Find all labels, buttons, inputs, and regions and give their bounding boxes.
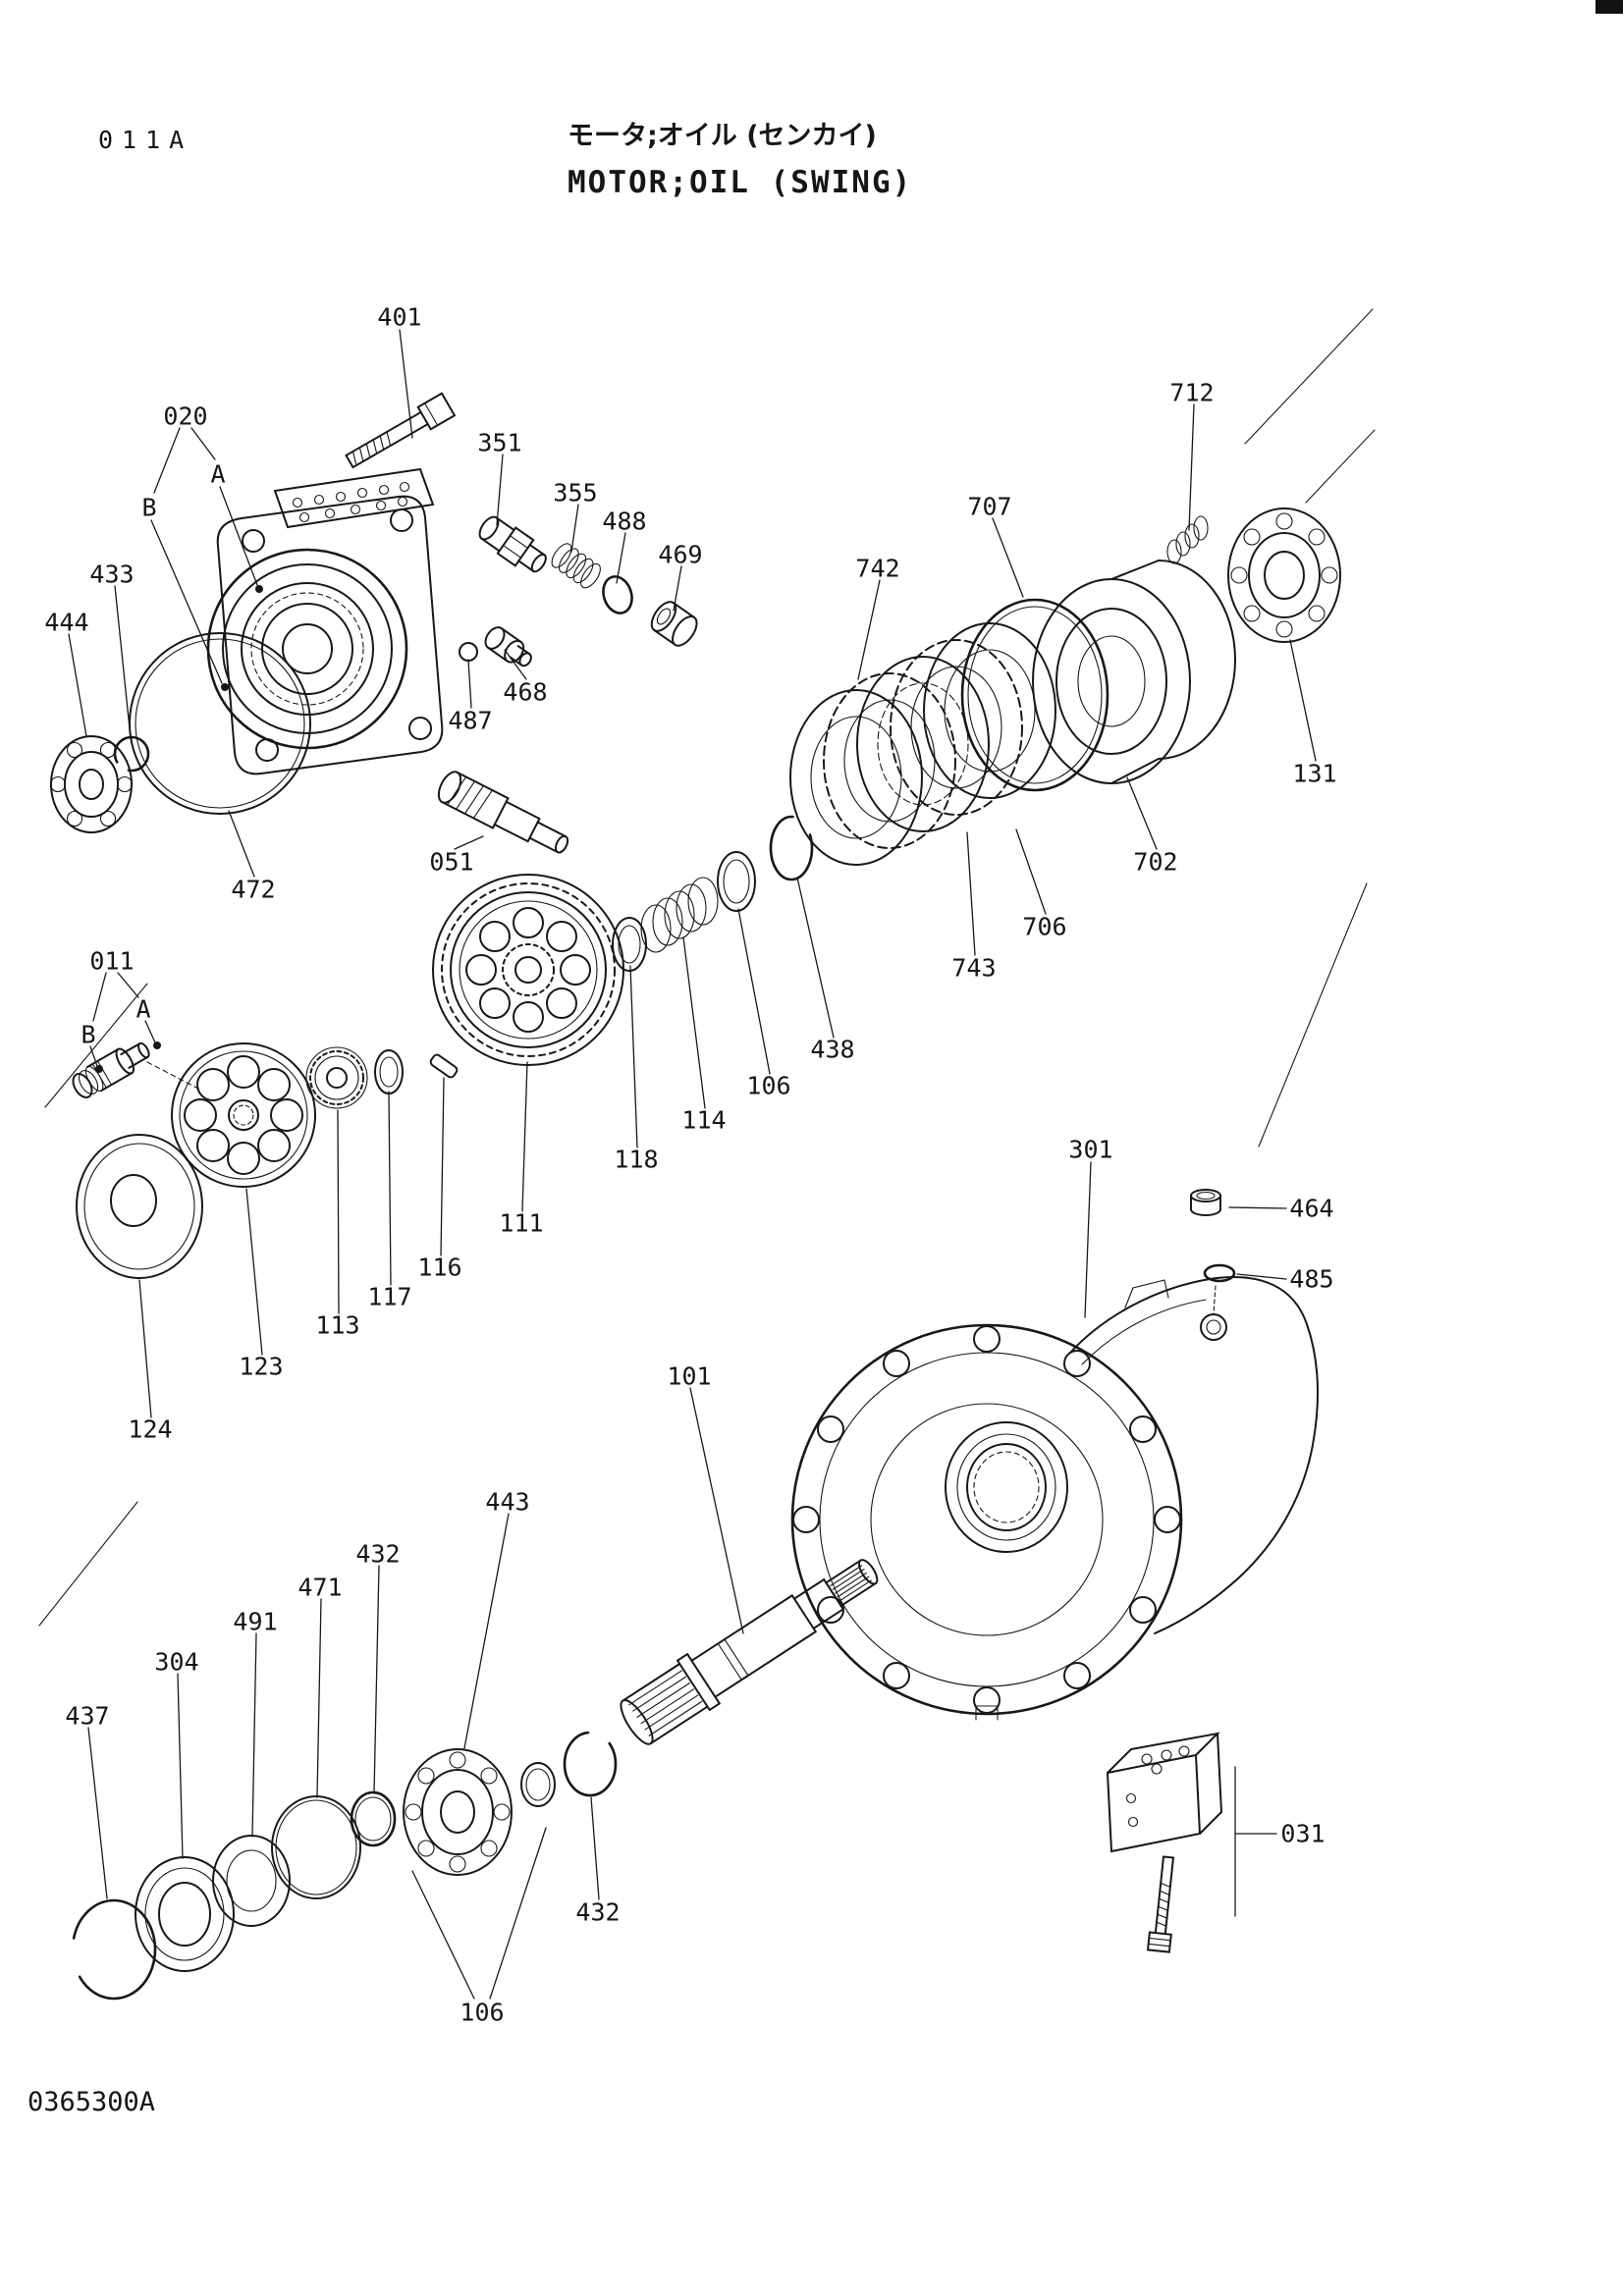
part-label-118: 118 [614, 1145, 659, 1174]
scan-corner-mark [1596, 0, 1623, 14]
part-label-706: 706 [1022, 912, 1067, 941]
friction-plates-742-743-706 [789, 622, 1056, 866]
ball-bearing-444 [49, 735, 134, 833]
part-label-488: 488 [602, 507, 647, 536]
washer-106 [717, 851, 756, 912]
part-label-712: 712 [1169, 378, 1215, 407]
part-label-106: 106 [746, 1071, 791, 1100]
part-label-116: 116 [417, 1253, 462, 1282]
part-label-491: 491 [233, 1607, 278, 1636]
part-label-020: 020 [163, 401, 208, 431]
motor-housing-020 [206, 467, 444, 775]
part-label-301: 301 [1068, 1135, 1113, 1164]
part-label-743: 743 [951, 953, 997, 983]
fitting-468 [484, 626, 532, 667]
part-label-438: 438 [810, 1035, 855, 1064]
part-label-471: 471 [298, 1573, 343, 1602]
o-ring-488 [602, 575, 633, 614]
part-label-472: 472 [231, 875, 276, 904]
spring-355 [551, 543, 601, 589]
part-label-464: 464 [1289, 1194, 1334, 1223]
oil-seal-304 [135, 1856, 235, 1972]
cylinder-block-123 [171, 1042, 316, 1188]
plug-469 [650, 601, 698, 647]
motor-case-301 [790, 1275, 1320, 1721]
leader-lines [68, 329, 1317, 2000]
part-label-051: 051 [429, 847, 474, 877]
part-label-702: 702 [1133, 847, 1178, 877]
ball-bearing-131 [1227, 507, 1341, 643]
brake-piston-702 [1032, 560, 1236, 784]
title-japanese: モータ;オイル (センカイ) [568, 121, 877, 151]
part-label-468: 468 [503, 677, 548, 707]
part-label-432: 432 [355, 1539, 401, 1569]
swash-plate-124 [76, 1134, 203, 1279]
document-number: 0365300A [27, 2087, 156, 2117]
part-label-707: 707 [967, 492, 1012, 521]
pin-116 [429, 1053, 459, 1079]
socket-bolt-401 [345, 392, 457, 469]
ring-491 [212, 1835, 291, 1927]
o-ring-485 [1203, 1263, 1236, 1283]
sun-gear-113 [305, 1046, 368, 1109]
fitting-351 [478, 515, 547, 573]
part-label-111: 111 [499, 1208, 544, 1238]
part-label-011: 011 [89, 946, 135, 976]
part-label-101: 101 [667, 1362, 712, 1391]
o-ring-471 [271, 1795, 361, 1899]
o-ring-472 [129, 632, 311, 815]
part-label-432: 432 [575, 1897, 621, 1927]
valve-block-031 [1106, 1732, 1223, 1853]
part-label-351: 351 [477, 428, 522, 457]
spring-712 [1166, 515, 1209, 564]
bolt-031 [1146, 1855, 1174, 1953]
drive-shaft-101 [620, 1559, 879, 1745]
part-label-031: 031 [1280, 1819, 1325, 1848]
ring-432-inner [350, 1790, 397, 1847]
part-label-742: 742 [855, 554, 900, 583]
ball-bearing-443 [403, 1748, 513, 1876]
o-ring-707 [960, 598, 1109, 792]
part-label-487: 487 [448, 706, 493, 735]
title-english: MOTOR;OIL (SWING) [568, 165, 913, 200]
piston-assy-011 [72, 1041, 150, 1098]
valve-051 [437, 771, 569, 854]
part-label-106: 106 [460, 1998, 505, 2027]
steel-ball-487 [459, 642, 478, 662]
part-label-443: 443 [485, 1487, 530, 1517]
part-label-117: 117 [367, 1282, 412, 1311]
part-label-469: 469 [658, 540, 703, 569]
snap-ring-432-outer [563, 1731, 618, 1797]
part-label-444: 444 [44, 608, 89, 637]
snap-ring-438 [769, 815, 814, 881]
part-label-485: 485 [1289, 1264, 1334, 1294]
part-label-401: 401 [377, 302, 422, 332]
part-label-113: 113 [315, 1310, 360, 1340]
part-label-437: 437 [65, 1701, 110, 1731]
part-label-123: 123 [239, 1352, 284, 1381]
part-label-A: A [210, 459, 226, 489]
part-label-304: 304 [154, 1647, 199, 1677]
plug-464 [1190, 1189, 1221, 1216]
part-label-B: B [81, 1020, 96, 1049]
construction-lines [38, 308, 1376, 1627]
washer-106-bottom [520, 1762, 556, 1807]
part-label-131: 131 [1292, 759, 1337, 788]
snap-ring-437 [71, 1898, 157, 2001]
part-label-433: 433 [89, 560, 135, 589]
washer-117 [374, 1049, 404, 1095]
snap-ring-433 [113, 735, 150, 773]
washer-118 [612, 917, 647, 972]
part-label-355: 355 [553, 478, 598, 507]
part-label-A: A [135, 994, 151, 1024]
part-label-124: 124 [128, 1415, 173, 1444]
part-label-114: 114 [681, 1105, 727, 1135]
spring-114 [640, 877, 719, 953]
part-label-B: B [141, 493, 157, 522]
page-code: 011A [98, 126, 193, 154]
